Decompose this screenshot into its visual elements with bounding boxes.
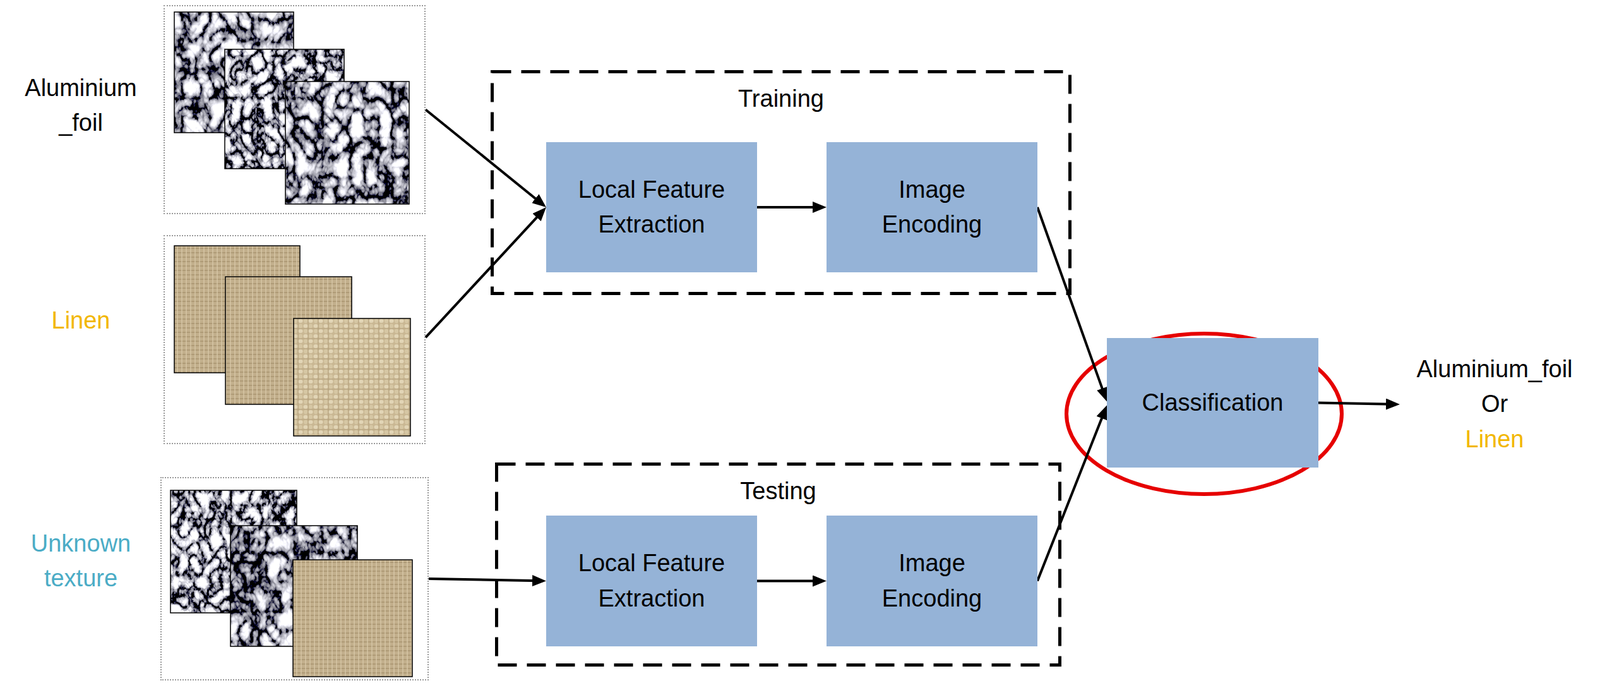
arrow-connector (1318, 402, 1393, 405)
arrow-connector (425, 109, 541, 203)
unknown-samples (170, 489, 413, 677)
highlight-ellipse (1066, 333, 1342, 494)
image-frame (292, 559, 413, 677)
texture-sample-panel: Linen (163, 234, 426, 444)
group-heading: Training (490, 81, 1072, 117)
arrow-connector (425, 212, 542, 338)
class-label: Unknown texture (5, 525, 157, 596)
result-label: Linen (1465, 421, 1525, 457)
linen-image (292, 559, 413, 677)
image-frame (285, 81, 410, 204)
arrow-connector (757, 205, 819, 209)
box-label: Image Encoding (865, 172, 999, 242)
arrow-connector (1037, 412, 1105, 581)
box-label: Classification (1142, 385, 1284, 420)
class-label: Linen (5, 303, 157, 338)
box-label: Local Feature Extraction (568, 545, 735, 615)
label-holder: Linen (5, 303, 157, 338)
result-label: Aluminium_foil (1416, 351, 1573, 387)
result-label: Or (1481, 386, 1508, 422)
label-holder: Unknown texture (5, 525, 157, 596)
box-label: Local Feature Extraction (568, 172, 735, 242)
process-box: Image Encoding (826, 515, 1038, 646)
stage-group: TestingLocal Feature Extraction Image Enc… (495, 462, 1062, 667)
process-box: Local Feature Extraction (546, 142, 758, 273)
process-box: Local Feature Extraction (546, 515, 758, 646)
stage-group: TrainingLocal Feature Extraction Image En… (490, 70, 1072, 295)
image-frame (293, 318, 411, 436)
heading-holder: Testing (495, 473, 1062, 509)
texture-sample-panel: Unknown texture (160, 476, 429, 681)
texture-sample-panel: Aluminium _foil (163, 5, 426, 215)
result-block: Aluminium_foilOrLinen (1399, 347, 1590, 461)
process-box: Image Encoding (826, 142, 1038, 273)
foil-image (285, 81, 410, 204)
label-holder: Aluminium _foil (5, 70, 157, 141)
group-heading: Testing (495, 473, 1062, 509)
process-box: Classification (1106, 337, 1319, 468)
arrow-connector (428, 578, 539, 581)
connectors (425, 109, 1393, 581)
linen-image (293, 318, 411, 436)
box-label: Image Encoding (865, 545, 999, 615)
heading-holder: Training (490, 81, 1072, 117)
arrow-connector (757, 579, 819, 583)
foil-samples (174, 11, 410, 204)
linen-samples (174, 245, 411, 436)
class-label: Aluminium _foil (5, 70, 157, 141)
